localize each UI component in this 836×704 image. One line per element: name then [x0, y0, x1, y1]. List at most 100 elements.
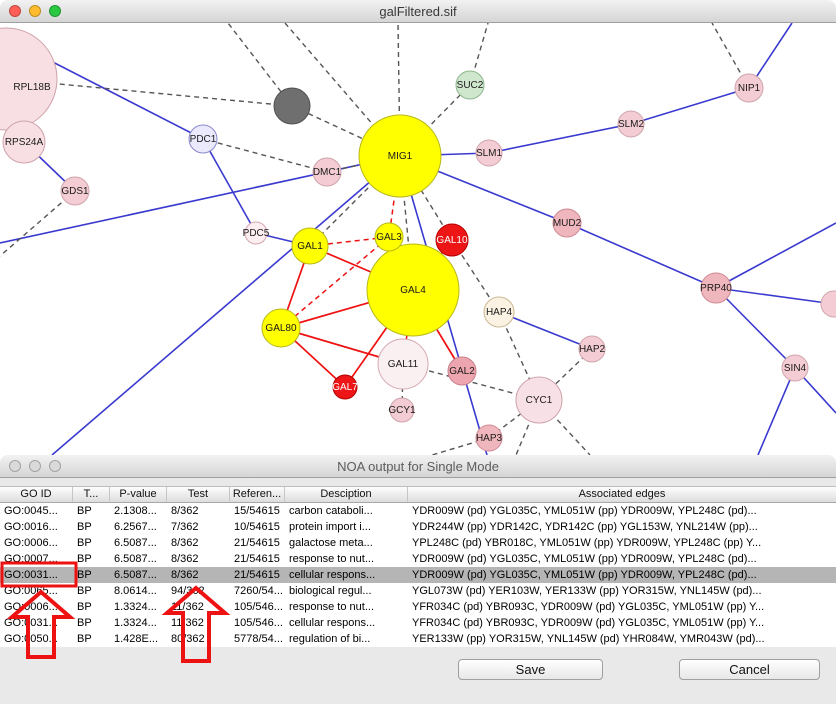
network-node-rps24a[interactable]: [2, 120, 46, 164]
node-label: RPL18B: [13, 82, 51, 93]
noa-window-title: NOA output for Single Mode: [337, 458, 499, 474]
network-canvas[interactable]: RPL18BRPS24AGDS1PDC1DMC1MIG1SUC2SLM1SLM2…: [0, 23, 836, 455]
minimize-button-icon[interactable]: [29, 5, 41, 17]
close-button-icon[interactable]: [9, 460, 21, 472]
network-node-gal2[interactable]: [447, 356, 477, 386]
node-label: GAL7: [332, 382, 358, 393]
network-node-gds1[interactable]: [60, 176, 90, 206]
network-edge[interactable]: [0, 190, 76, 257]
network-node-unlabeled[interactable]: [820, 290, 836, 318]
node-label: GAL4: [400, 285, 426, 296]
save-button[interactable]: Save: [458, 659, 603, 680]
table-cell: BP: [77, 521, 92, 533]
network-node-gal10[interactable]: [435, 223, 469, 257]
network-edge[interactable]: [51, 155, 401, 455]
network-node-prp40[interactable]: [700, 272, 732, 304]
network-node-gal11[interactable]: [377, 338, 429, 390]
network-node-rpl18b[interactable]: [0, 27, 58, 131]
network-node-gcy1[interactable]: [389, 397, 415, 423]
network-node-mig1[interactable]: [358, 114, 442, 198]
network-edge[interactable]: [399, 84, 471, 157]
table-cell: BP: [77, 553, 92, 565]
graph-window-titlebar[interactable]: galFiltered.sif: [0, 0, 836, 23]
column-header[interactable]: Associated edges: [578, 488, 666, 500]
node-label: CYC1: [526, 395, 553, 406]
table-cell: 6.2567...: [114, 521, 157, 533]
noa-window-titlebar[interactable]: NOA output for Single Mode: [0, 455, 836, 478]
table-cell: BP: [77, 633, 92, 645]
network-node-slm1[interactable]: [475, 139, 503, 167]
table-cell: 7/362: [171, 521, 199, 533]
network-edge[interactable]: [202, 138, 328, 173]
network-node-pdc5[interactable]: [244, 221, 268, 245]
network-node-nip1[interactable]: [734, 73, 764, 103]
network-edge[interactable]: [202, 138, 257, 234]
network-edge[interactable]: [488, 123, 632, 154]
close-button-icon[interactable]: [9, 5, 21, 17]
window-controls: [9, 5, 61, 17]
node-label: HAP2: [579, 344, 606, 355]
network-edge[interactable]: [715, 287, 835, 305]
network-node-gal1[interactable]: [291, 227, 329, 265]
network-node-hap2[interactable]: [578, 335, 606, 363]
table-cell: 2.1308...: [114, 505, 157, 517]
table-cell: 8/362: [171, 505, 199, 517]
column-header[interactable]: Desciption: [285, 487, 408, 502]
network-edge[interactable]: [280, 236, 390, 329]
table-cell: 80/362: [171, 633, 205, 645]
network-node-pdc1[interactable]: [188, 124, 218, 154]
table-cell: GO:0016...: [4, 521, 58, 533]
table-cell: 8/362: [171, 569, 199, 581]
network-node-hap3[interactable]: [475, 424, 503, 452]
network-edge[interactable]: [498, 311, 540, 401]
network-node-gal4[interactable]: [366, 243, 460, 337]
table-cell: cellular respons...: [289, 569, 376, 581]
network-node-mud2[interactable]: [552, 208, 582, 238]
table-cell: YFR034C (pd) YBR093C, YDR009W (pd) YGL03…: [412, 617, 765, 629]
node-label: PDC5: [243, 228, 270, 239]
column-header[interactable]: T...: [73, 487, 110, 502]
column-header[interactable]: P-value: [110, 487, 167, 502]
node-label: GAL11: [388, 359, 419, 370]
network-node-gal7[interactable]: [332, 374, 358, 400]
table-cell: 11/362: [171, 601, 204, 613]
cancel-button[interactable]: Cancel: [679, 659, 820, 680]
network-node-unlabeled[interactable]: [273, 87, 311, 125]
network-edge[interactable]: [715, 287, 796, 369]
zoom-button-icon[interactable]: [49, 5, 61, 17]
zoom-button-icon[interactable]: [49, 460, 61, 472]
column-header[interactable]: Test: [167, 487, 230, 502]
network-node-sin4[interactable]: [781, 354, 809, 382]
network-node-hap4[interactable]: [483, 296, 515, 328]
network-node-dmc1[interactable]: [312, 157, 342, 187]
table-cell: 6.5087...: [114, 553, 157, 565]
network-edge[interactable]: [566, 222, 717, 289]
network-node-cyc1[interactable]: [515, 376, 563, 424]
network-edge[interactable]: [498, 311, 593, 350]
table-cell: GO:0065...: [4, 585, 58, 597]
table-cell: 8/362: [171, 553, 199, 565]
network-node-suc2[interactable]: [455, 70, 485, 100]
network-edge[interactable]: [715, 222, 836, 289]
table-cell: 1.428E...: [114, 633, 159, 645]
table-cell: GO:0045...: [4, 505, 58, 517]
column-header[interactable]: Referen...: [230, 487, 285, 502]
network-node-gal80[interactable]: [261, 308, 301, 348]
network-node-slm2[interactable]: [617, 110, 645, 138]
minimize-button-icon[interactable]: [29, 460, 41, 472]
network-node-gal3[interactable]: [374, 222, 404, 252]
network-edge[interactable]: [630, 87, 750, 125]
network-edge[interactable]: [757, 367, 796, 455]
column-header[interactable]: GO ID: [0, 487, 73, 502]
